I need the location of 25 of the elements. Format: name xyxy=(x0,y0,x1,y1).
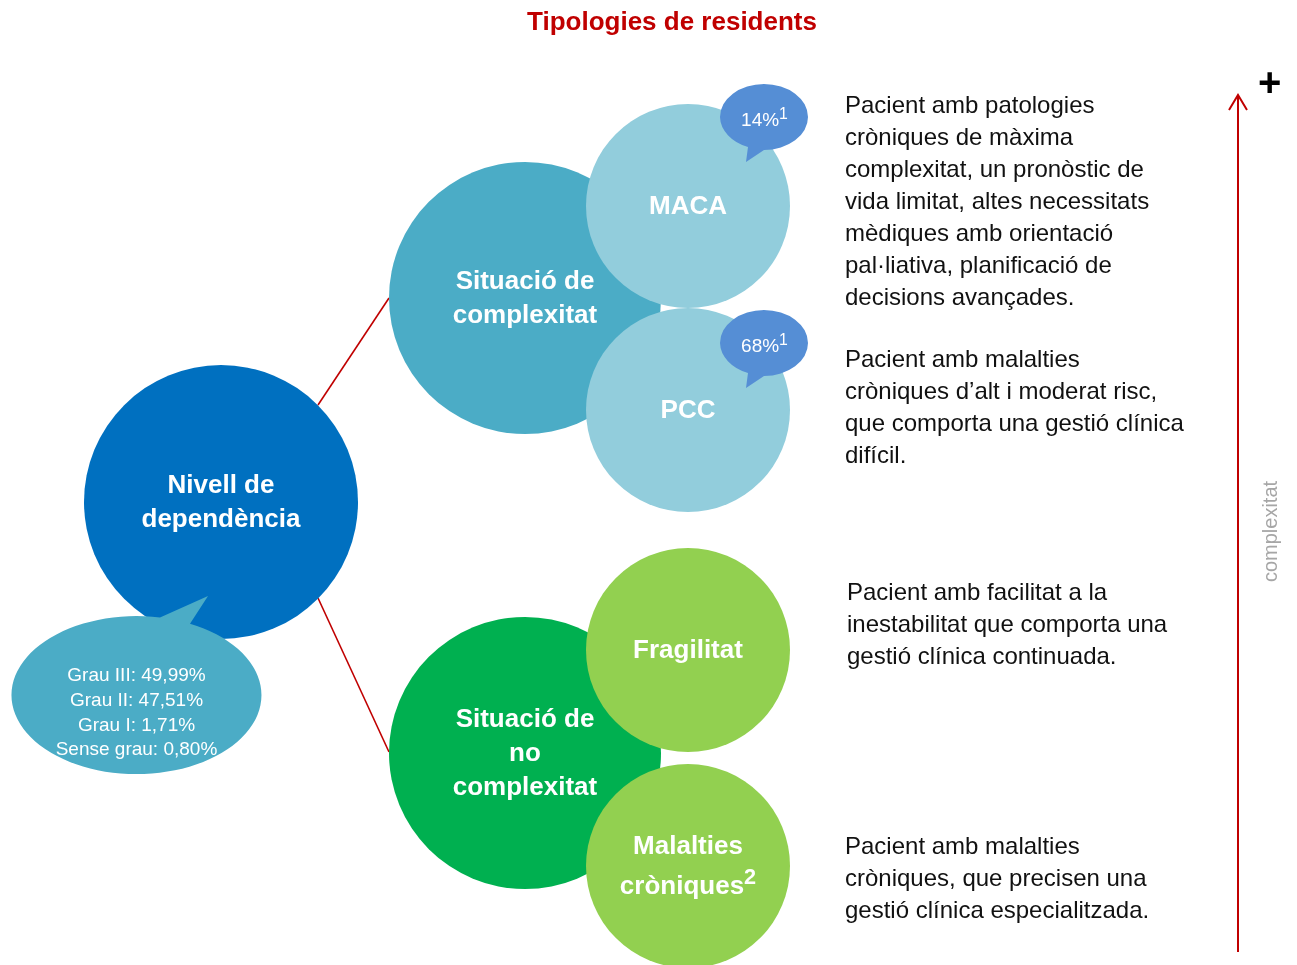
connector-line xyxy=(317,297,390,406)
node-label: Malalties cròniques$^{2}$ xyxy=(618,829,758,902)
node-label: Nivell de dependència xyxy=(140,468,302,535)
percentage-text: 68%$^{1}$ xyxy=(741,330,788,359)
description-text: Pacient amb facilitat a la inestabilitat que comporta una gestió clínica continuada. xyxy=(847,577,1169,671)
diagram-title: Tipologies de residents xyxy=(526,6,818,37)
percentage-text: Sense grau: 0,80% xyxy=(55,737,218,762)
node-label: Fragilitat xyxy=(633,633,743,667)
node-label: PCC xyxy=(660,393,716,427)
speech-bubble xyxy=(719,83,810,163)
axis-label: complexitat xyxy=(1258,479,1282,585)
plus-sign: + xyxy=(1258,62,1282,102)
percentage-text: 14%$^{1}$ xyxy=(741,104,788,133)
description-text: Pacient amb malalties cròniques, que precisen una gestió clínica especialitzada. xyxy=(845,831,1151,925)
connector-line xyxy=(317,597,390,753)
node-label: MACA xyxy=(649,189,727,223)
node-label: Situació de no complexitat xyxy=(451,702,599,803)
speech-bubble xyxy=(719,309,810,389)
percentage-text: Grau III: 49,99% xyxy=(67,663,206,688)
percentage-text: Grau II: 47,51% xyxy=(69,687,204,712)
description-text: Pacient amb patologies cròniques de màxima complexitat, un pronòstic de vida limitat, altes necessitats mèdiques amb orientació pal·liativa, planificació de decisions avançades. xyxy=(845,90,1151,312)
speech-bubble xyxy=(10,594,263,776)
description-text: Pacient amb malalties cròniques d’alt i moderat risc, que comporta una gestió clínica difícil. xyxy=(845,344,1185,470)
node-label: Situació de complexitat xyxy=(451,264,599,331)
percentage-text: Grau I: 1,71% xyxy=(77,712,196,737)
